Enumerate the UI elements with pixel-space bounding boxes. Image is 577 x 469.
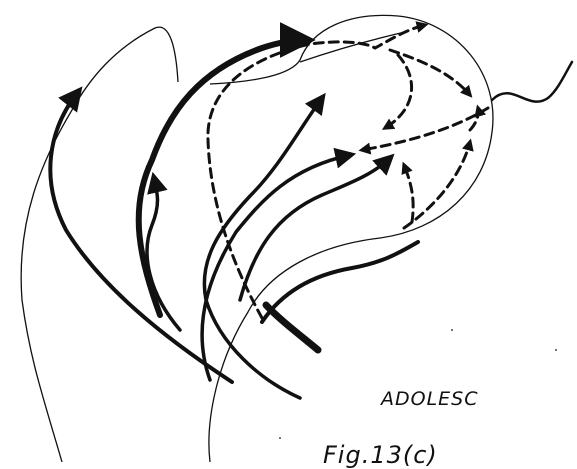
trabecular-lines	[50, 40, 572, 398]
dashed-line-right-up	[470, 108, 478, 130]
dashed-line-center-down	[385, 55, 412, 128]
dashed-line-lower-2	[404, 165, 413, 222]
calcar-main-line	[139, 40, 305, 315]
upper-right-wave	[492, 62, 572, 102]
thick-inferior-hook	[266, 305, 318, 350]
inner-ascending-line	[147, 178, 180, 330]
stage-caption: ADOLESC	[381, 388, 479, 410]
lateral-wavy-line	[262, 242, 418, 322]
medial-cortex-outline	[21, 27, 178, 462]
speckles	[279, 329, 557, 439]
dashed-line-long	[208, 25, 425, 318]
dashed-line-upper-right	[390, 50, 470, 95]
central-line-2	[202, 155, 350, 380]
